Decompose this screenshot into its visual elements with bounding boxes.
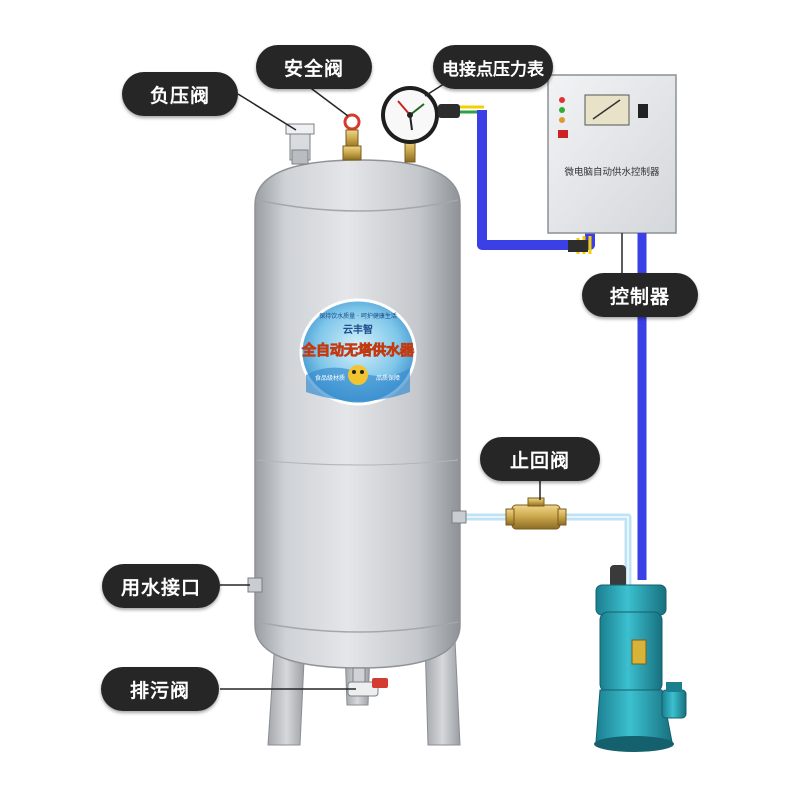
check-valve-icon [505, 497, 567, 530]
label-controller: 控制器 [582, 273, 698, 317]
label-negative-pressure-valve: 负压阀 [122, 72, 238, 116]
label-pressure-gauge: 电接点压力表 [433, 45, 553, 89]
label-drain-valve: 排污阀 [101, 667, 219, 711]
tank-badge [299, 298, 417, 406]
label-safety-valve: 安全阀 [256, 45, 372, 89]
badge-brand: 云丰智 [343, 323, 373, 336]
label-check-valve: 止回阀 [480, 437, 600, 481]
control-box-caption: 微电脑自动供水控制器 [564, 166, 660, 178]
pressure-tank [254, 159, 461, 669]
leader-lines [220, 79, 623, 690]
safety-valve-icon [342, 113, 362, 161]
badge-title: 全自动无塔供水器 [301, 342, 415, 359]
pressure-gauge-icon [381, 86, 484, 163]
badge-top-slogan: 保持饮水质量 · 呵护健康生活 [319, 312, 397, 320]
control-box [547, 74, 677, 252]
negative-pressure-valve-icon [285, 123, 315, 165]
drain-valve-icon [347, 667, 388, 697]
submersible-pump [594, 565, 687, 752]
water-outlet-port [247, 577, 263, 593]
check-inlet-port [451, 510, 467, 524]
badge-bottom-left: 食品级材质 [315, 374, 345, 382]
label-water-outlet: 用水接口 [102, 564, 220, 608]
badge-bottom-right: 品质保障 [376, 374, 400, 382]
